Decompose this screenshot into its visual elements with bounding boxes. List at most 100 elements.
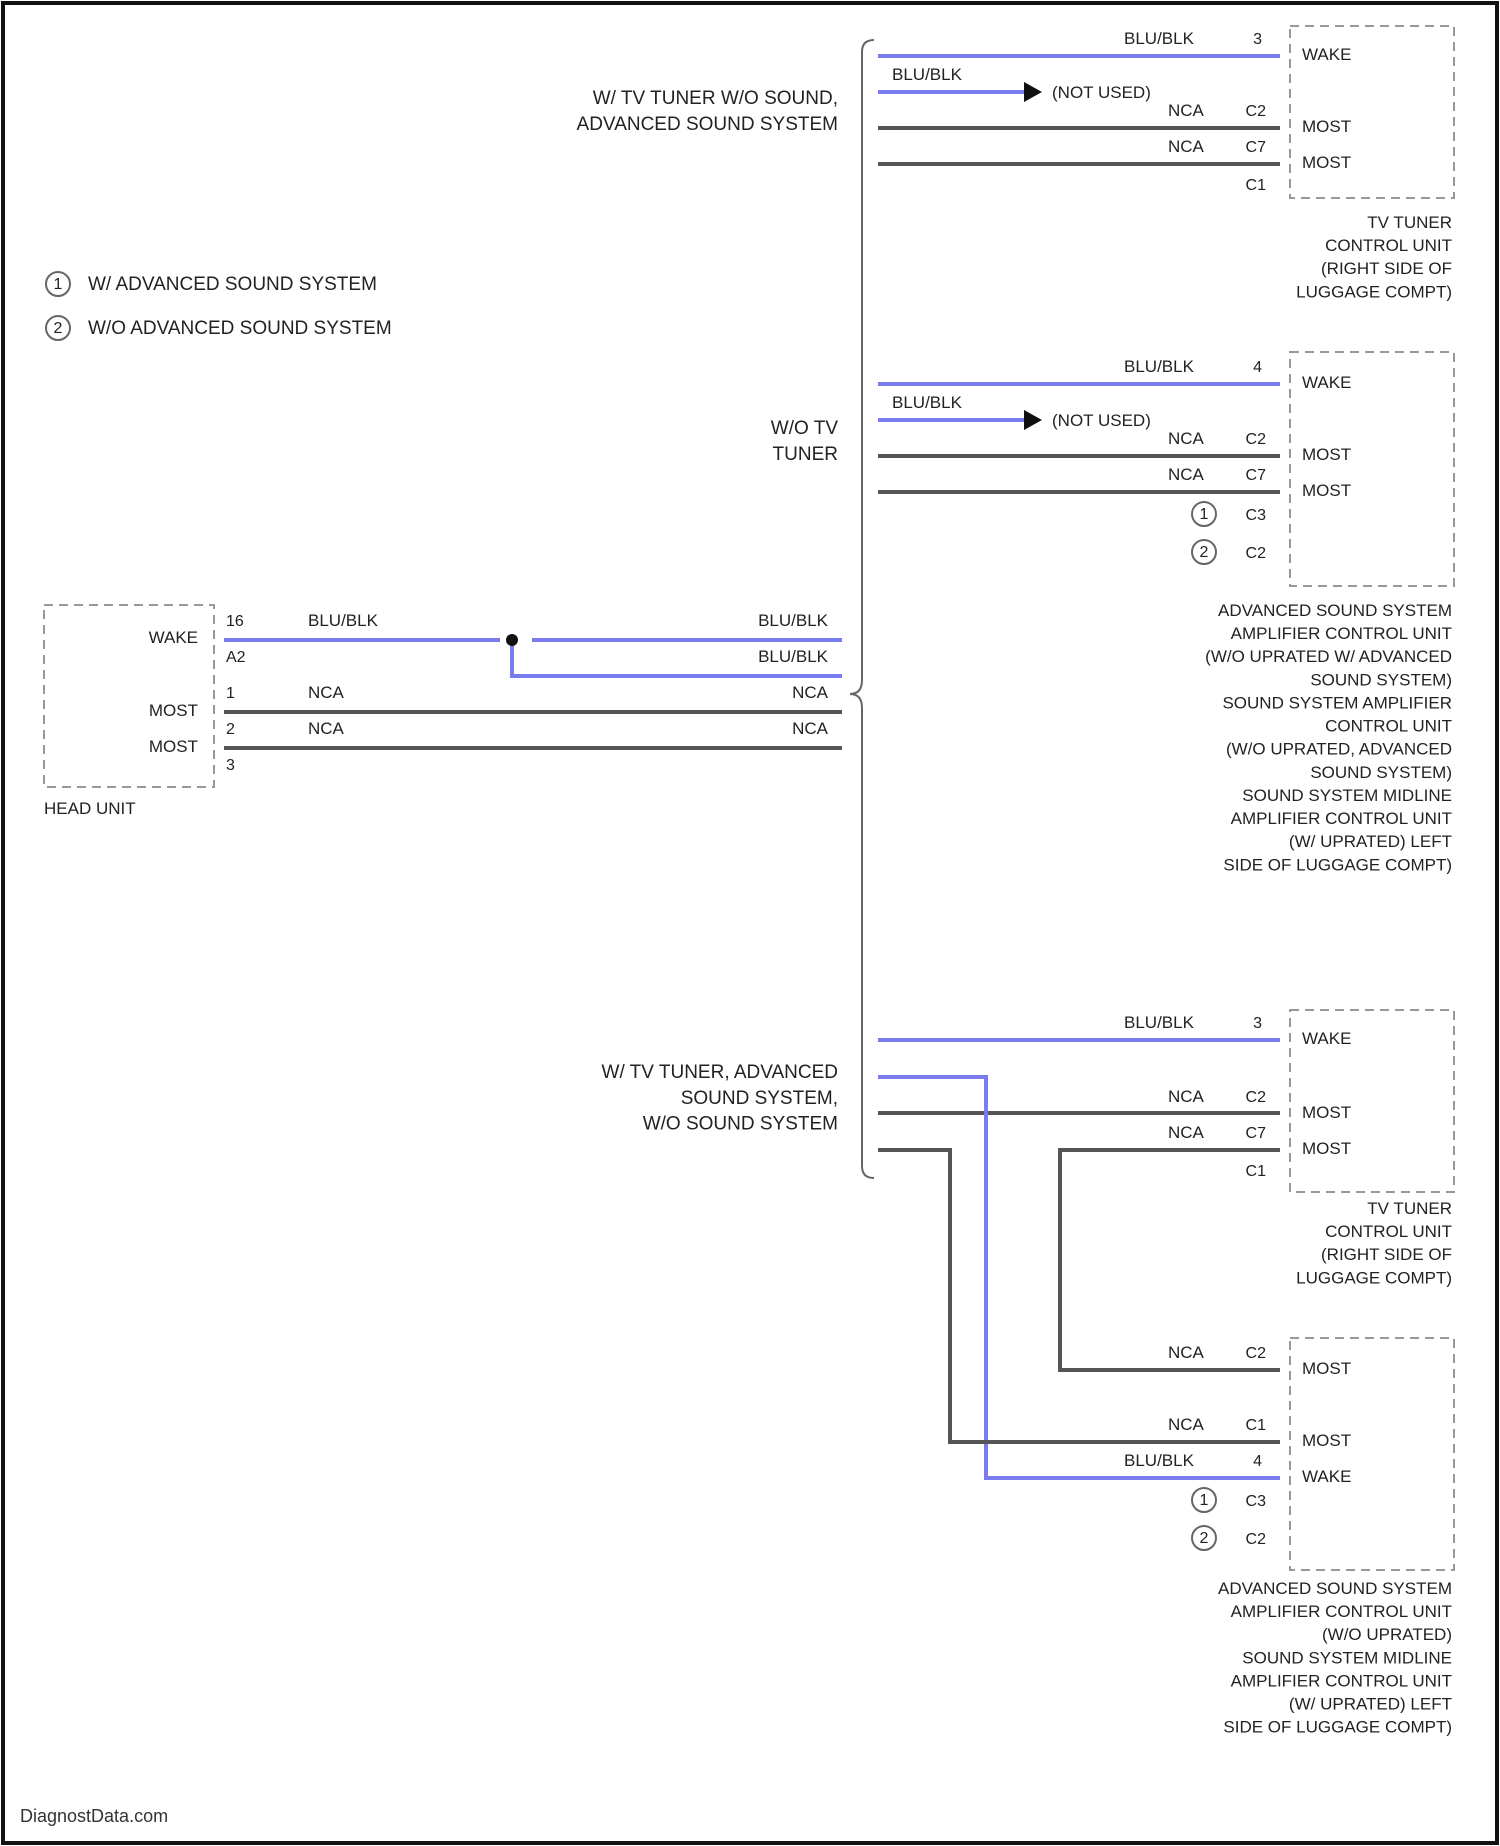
- m1-pin-most2-num: C7: [1246, 139, 1267, 156]
- m2-pin-wake-num: 4: [1253, 359, 1262, 376]
- variant-label-1: W/ TV TUNER W/O SOUND,ADVANCED SOUND SYS…: [577, 88, 838, 135]
- m4-pin-c2: C2: [1246, 1531, 1267, 1548]
- m3-caption-line: (RIGHT SIDE OF: [1321, 1245, 1452, 1264]
- m2-c3-symbol: 1: [1200, 506, 1209, 523]
- m3-most2-wire: [1060, 1150, 1280, 1370]
- wire-label-most1: NCA: [308, 683, 345, 702]
- m4-pin-wake-label: WAKE: [1302, 1467, 1351, 1486]
- m2-pin-most1-num: C2: [1246, 431, 1267, 448]
- head-unit-pin-wake-num: 16: [226, 613, 244, 630]
- variant-label-3-line: W/ TV TUNER, ADVANCED: [602, 1062, 838, 1083]
- m1-wire-most2-label: NCA: [1168, 137, 1205, 156]
- m4-most2-feed-wire: [878, 1150, 1280, 1442]
- m2-caption-line: SOUND SYSTEM AMPLIFIER: [1222, 693, 1452, 712]
- variant-label-2: W/O TV TUNER: [771, 418, 839, 465]
- m2-wire-most1-label: NCA: [1168, 429, 1205, 448]
- m2-pin-wake-label: WAKE: [1302, 373, 1351, 392]
- m4-wake-feed-wire: [878, 1077, 1280, 1478]
- head-unit-pin-most1-num: 1: [226, 685, 235, 702]
- m1-caption: TV TUNERCONTROL UNIT(RIGHT SIDE OFLUGGAG…: [1296, 213, 1452, 301]
- head-unit: HEAD UNIT WAKE 16 A2 MOST 1 MOST 2 3 BLU…: [44, 605, 842, 818]
- m1-caption-line: TV TUNER: [1367, 213, 1452, 232]
- m2-caption-line: AMPLIFIER CONTROL UNIT: [1231, 809, 1452, 828]
- head-unit-pin-a2-num: A2: [226, 649, 246, 666]
- m2-caption-line: SOUND SYSTEM MIDLINE: [1242, 786, 1452, 805]
- m2-caption-line: (W/O UPRATED W/ ADVANCED: [1205, 647, 1452, 666]
- legend-symbol-2: 2: [54, 320, 63, 337]
- m2-wire-branch-label: BLU/BLK: [892, 393, 963, 412]
- variant-label-1-line: ADVANCED SOUND SYSTEM: [577, 114, 838, 135]
- m4-pin-most2-num: C1: [1246, 1417, 1267, 1434]
- m2-pin-c2: C2: [1246, 545, 1267, 562]
- m3-pin-most2-label: MOST: [1302, 1139, 1351, 1158]
- m1-wire-wake-label: BLU/BLK: [1124, 29, 1195, 48]
- head-unit-title: HEAD UNIT: [44, 799, 136, 818]
- m4-caption-line: ADVANCED SOUND SYSTEM: [1218, 1579, 1452, 1598]
- m2-caption-line: SOUND SYSTEM): [1310, 670, 1452, 689]
- m4-caption-line: AMPLIFIER CONTROL UNIT: [1231, 1602, 1452, 1621]
- splice-dot: [506, 634, 518, 646]
- m4-caption-line: SIDE OF LUGGAGE COMPT): [1223, 1718, 1452, 1737]
- variant-label-3-line: W/O SOUND SYSTEM: [643, 1114, 838, 1135]
- variant-label-3-line: SOUND SYSTEM,: [681, 1088, 838, 1109]
- m1-wire-most1-label: NCA: [1168, 101, 1205, 120]
- variant-label-3: W/ TV TUNER, ADVANCED SOUND SYSTEM, W/O SO…: [602, 1062, 838, 1135]
- m1-caption-line: (RIGHT SIDE OF: [1321, 259, 1452, 278]
- head-unit-pin-3-num: 3: [226, 757, 235, 774]
- m2-not-used: (NOT USED): [1052, 411, 1151, 430]
- m2-wire-wake-label: BLU/BLK: [1124, 357, 1195, 376]
- m1-pin-wake-num: 3: [1253, 31, 1262, 48]
- m2-pin-most2-label: MOST: [1302, 481, 1351, 500]
- module-tv-tuner-top: BLU/BLK 3 BLU/BLK (NOT USED) NCA C2 NCA …: [878, 26, 1454, 301]
- m3-pin-most1-num: C2: [1246, 1089, 1267, 1106]
- m2-c2-symbol: 2: [1200, 544, 1209, 561]
- m4-caption: ADVANCED SOUND SYSTEM AMPLIFIER CONTROL U…: [1218, 1579, 1452, 1737]
- variant-label-2-line: TUNER: [773, 444, 838, 465]
- m3-pin-most2-num: C7: [1246, 1125, 1267, 1142]
- m2-caption-line: SIDE OF LUGGAGE COMPT): [1223, 855, 1452, 874]
- m3-caption: TV TUNERCONTROL UNIT(RIGHT SIDE OFLUGGAG…: [1296, 1199, 1452, 1287]
- m2-not-used-arrow-icon: [1024, 410, 1042, 430]
- m3-caption-line: TV TUNER: [1367, 1199, 1452, 1218]
- m3-caption-line: LUGGAGE COMPT): [1296, 1268, 1452, 1287]
- m1-pin-most2-label: MOST: [1302, 153, 1351, 172]
- m4-c3-symbol: 1: [1200, 1492, 1209, 1509]
- m4-pin-most2-label: MOST: [1302, 1431, 1351, 1450]
- m2-caption: ADVANCED SOUND SYSTEM AMPLIFIER CONTROL U…: [1205, 601, 1452, 874]
- module-amplifier-mid: BLU/BLK 4 BLU/BLK (NOT USED) NCA C2 NCA …: [878, 352, 1454, 874]
- m4-caption-line: (W/O UPRATED): [1322, 1625, 1452, 1644]
- head-unit-pin-most2-num: 2: [226, 721, 235, 738]
- wire-label-most2: NCA: [308, 719, 345, 738]
- m1-not-used: (NOT USED): [1052, 83, 1151, 102]
- module-amplifier-bottom: NCA C2 NCA C1 BLU/BLK 4 1 C3 2 C2 MOST M…: [1124, 1338, 1454, 1737]
- m2-caption-line: CONTROL UNIT: [1325, 717, 1452, 736]
- m2-pin-c3: C3: [1246, 507, 1267, 524]
- m2-caption-line: ADVANCED SOUND SYSTEM: [1218, 601, 1452, 620]
- m4-wire-most2-label: NCA: [1168, 1415, 1205, 1434]
- m2-caption-line: (W/ UPRATED) LEFT: [1289, 832, 1452, 851]
- m1-not-used-arrow-icon: [1024, 82, 1042, 102]
- variant-label-2-line: W/O TV: [771, 418, 839, 439]
- m4-pin-most1-label: MOST: [1302, 1359, 1351, 1378]
- m3-pin-wake-label: WAKE: [1302, 1029, 1351, 1048]
- m1-pin-wake-label: WAKE: [1302, 45, 1351, 64]
- m2-pin-most1-label: MOST: [1302, 445, 1351, 464]
- legend-text-1: W/ ADVANCED SOUND SYSTEM: [88, 274, 377, 295]
- m2-caption-line: (W/O UPRATED, ADVANCED: [1226, 740, 1452, 759]
- head-unit-pin-most1-label: MOST: [149, 701, 198, 720]
- legend-symbol-1: 1: [54, 276, 63, 293]
- m2-pin-most2-num: C7: [1246, 467, 1267, 484]
- m4-wire-wake-label: BLU/BLK: [1124, 1451, 1195, 1470]
- m3-pin-most1-label: MOST: [1302, 1103, 1351, 1122]
- wire-label-out1: BLU/BLK: [758, 611, 829, 630]
- m4-caption-line: (W/ UPRATED) LEFT: [1289, 1695, 1452, 1714]
- m1-pin-most1-num: C2: [1246, 103, 1267, 120]
- variant-bracket: [850, 40, 874, 1178]
- m3-pin-wake-num: 3: [1253, 1015, 1262, 1032]
- m1-pin-most1-label: MOST: [1302, 117, 1351, 136]
- m3-wire-most2-label: NCA: [1168, 1123, 1205, 1142]
- wire-label-wake: BLU/BLK: [308, 611, 379, 630]
- m4-caption-line: SOUND SYSTEM MIDLINE: [1242, 1648, 1452, 1667]
- m4-pin-most1-num: C2: [1246, 1345, 1267, 1362]
